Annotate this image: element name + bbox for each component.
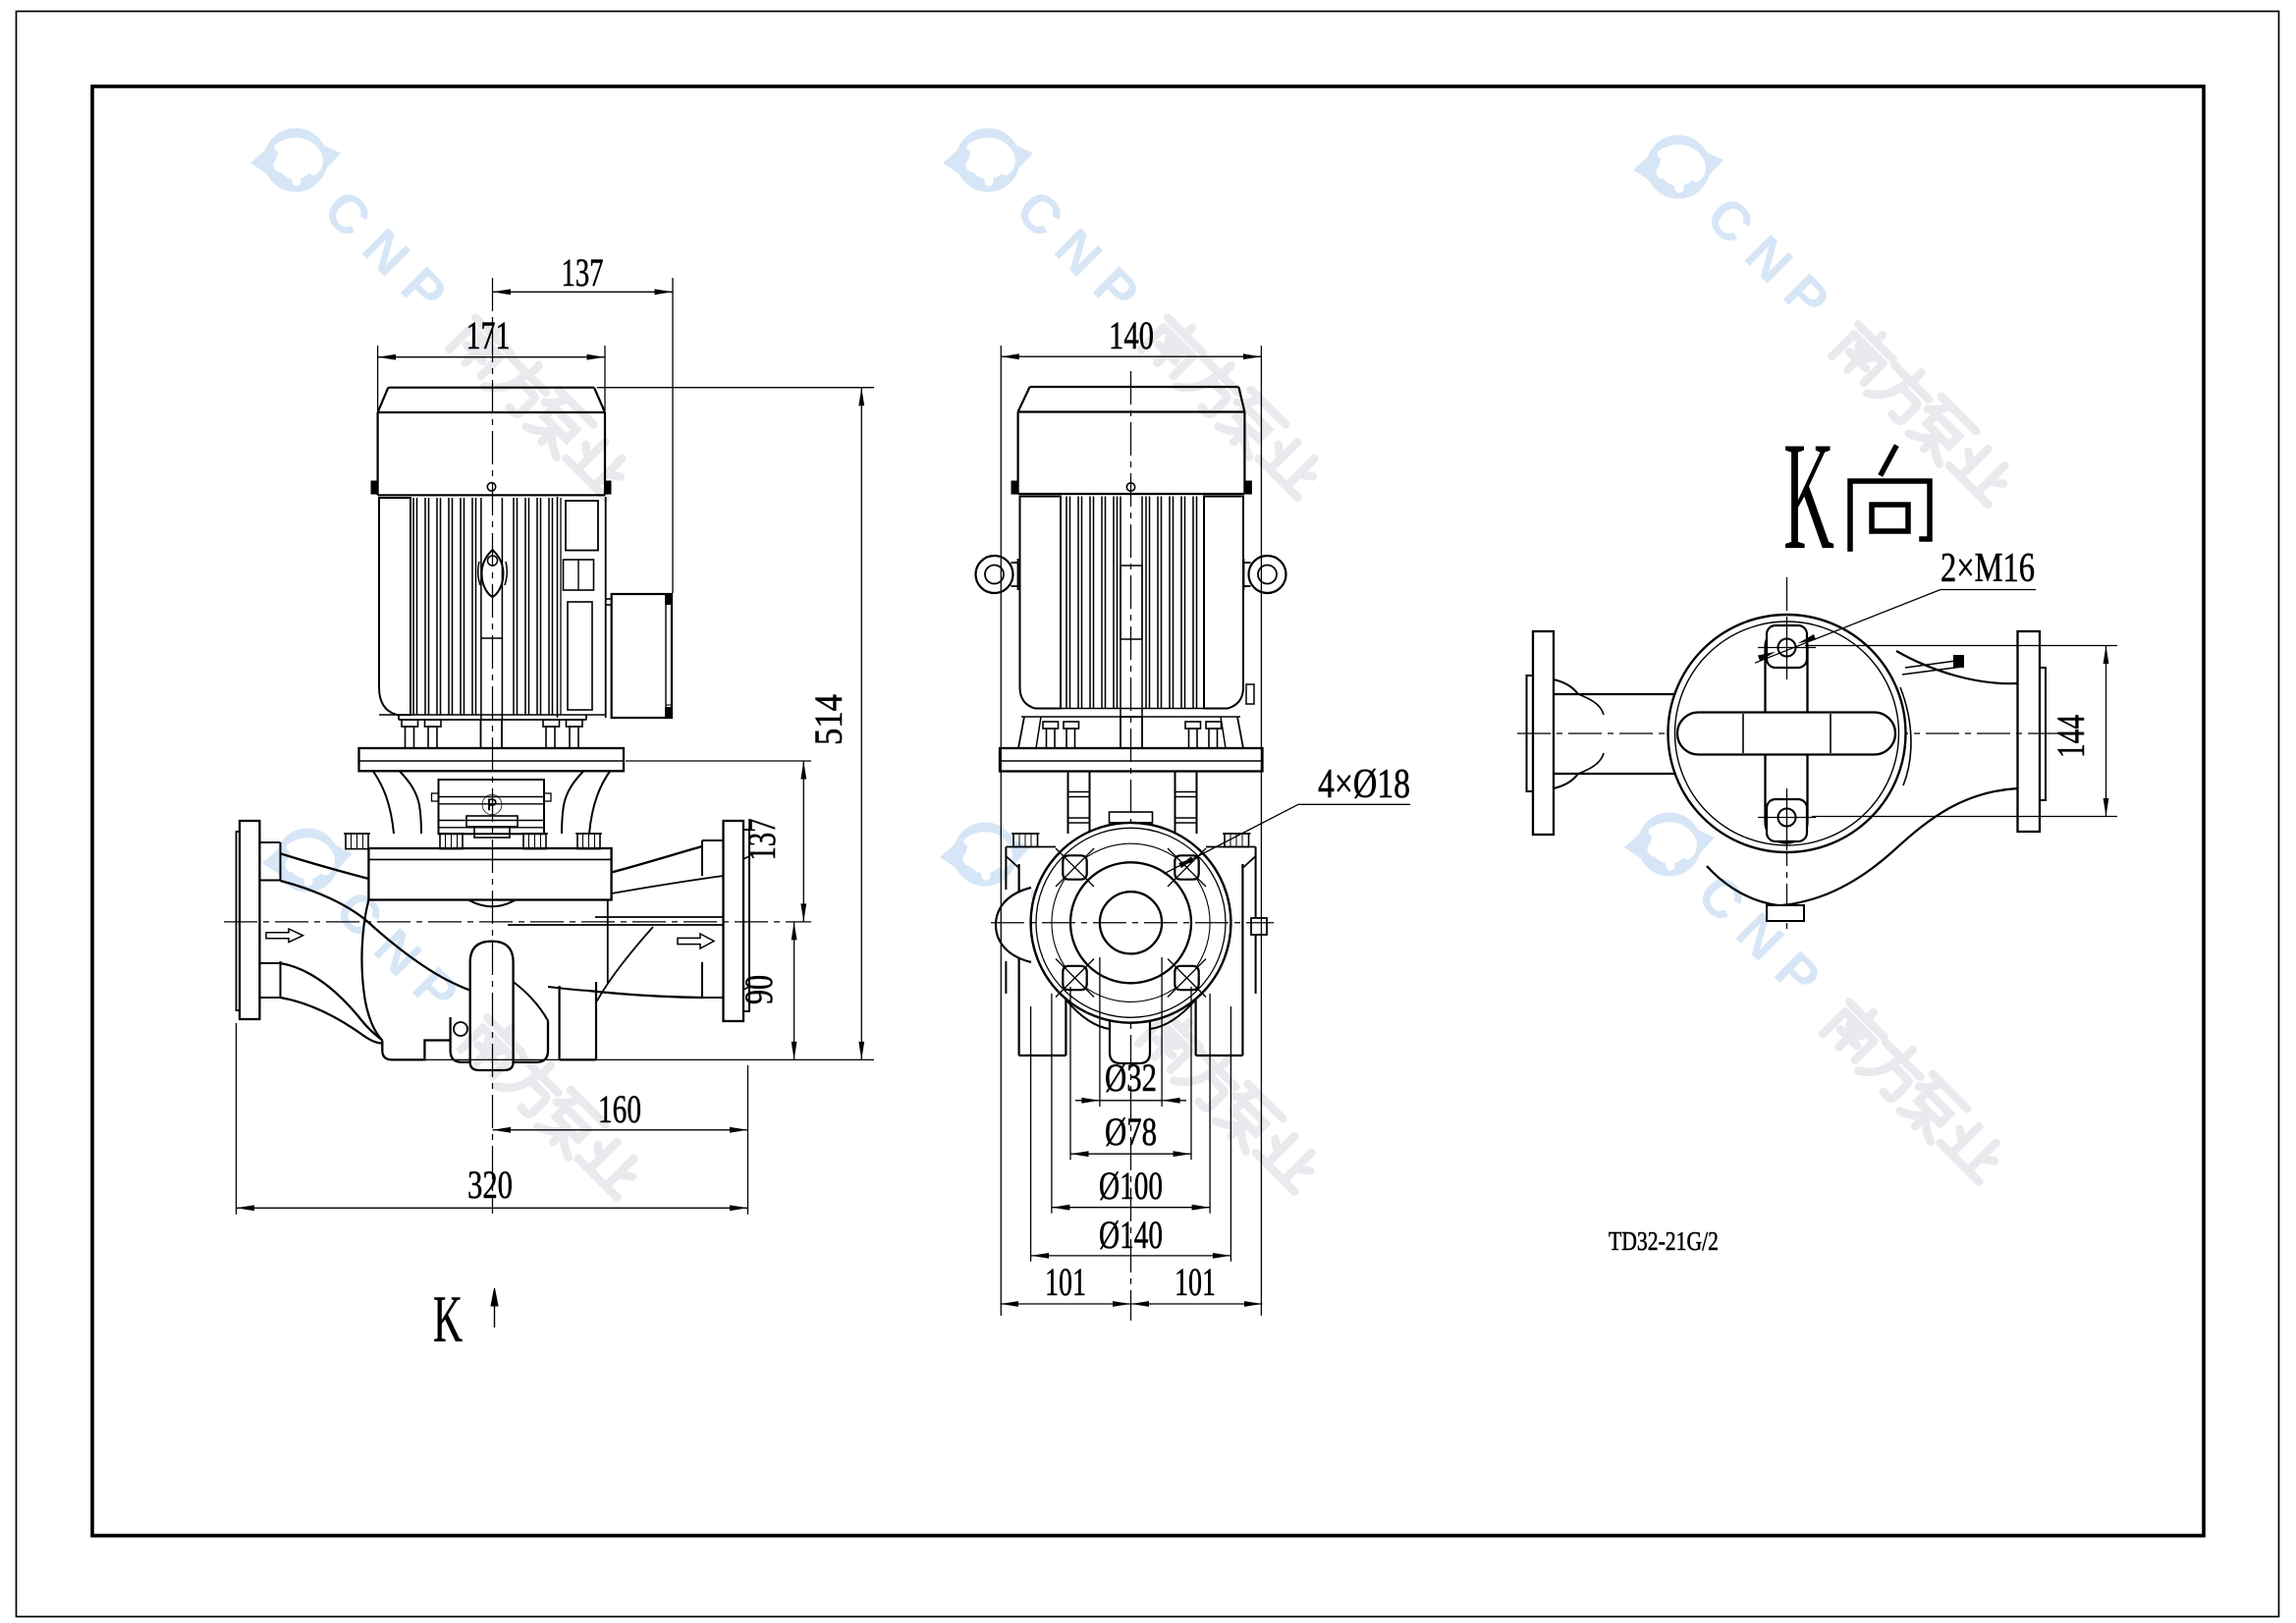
- svg-text:101: 101: [1045, 1260, 1086, 1304]
- svg-text:4×Ø18: 4×Ø18: [1318, 762, 1410, 807]
- svg-text:Ø32: Ø32: [1105, 1055, 1157, 1100]
- svg-text:Ø140: Ø140: [1099, 1213, 1163, 1257]
- svg-text:320: 320: [467, 1163, 513, 1207]
- svg-text:90: 90: [737, 975, 781, 1004]
- svg-text:K: K: [1783, 410, 1834, 582]
- svg-text:Ø78: Ø78: [1105, 1109, 1157, 1154]
- svg-text:Ø100: Ø100: [1099, 1163, 1163, 1208]
- svg-text:160: 160: [598, 1087, 641, 1131]
- svg-text:101: 101: [1175, 1260, 1216, 1304]
- svg-text:137: 137: [739, 819, 784, 861]
- svg-text:Ⓟ: Ⓟ: [481, 793, 503, 818]
- svg-text:144: 144: [2049, 715, 2093, 758]
- svg-text:140: 140: [1109, 313, 1154, 357]
- svg-text:171: 171: [466, 313, 511, 357]
- svg-text:TD32-21G/2: TD32-21G/2: [1609, 1226, 1719, 1256]
- svg-text:K: K: [433, 1281, 463, 1356]
- svg-text:514: 514: [806, 694, 850, 745]
- svg-text:2×M16: 2×M16: [1941, 546, 2035, 591]
- svg-text:137: 137: [562, 250, 604, 295]
